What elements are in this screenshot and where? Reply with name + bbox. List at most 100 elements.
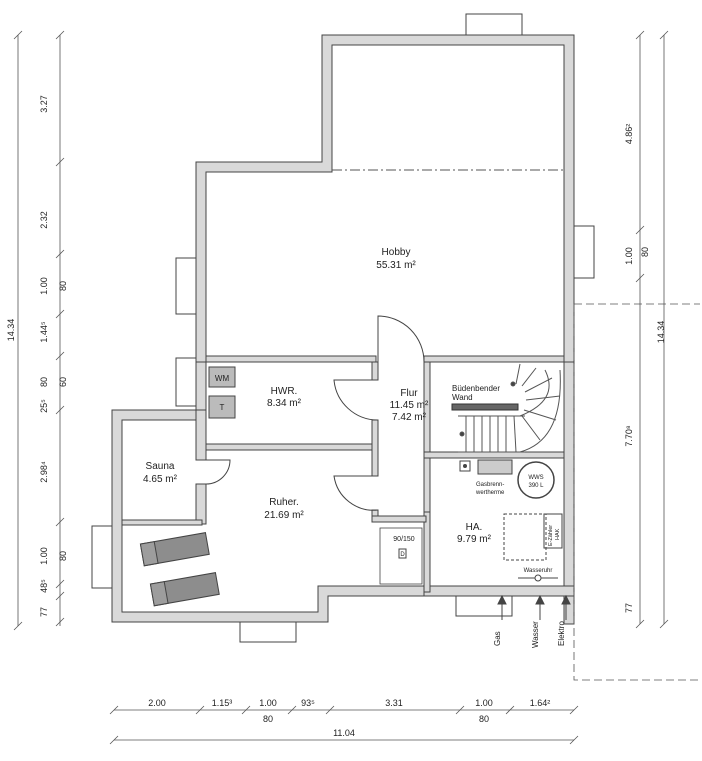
dim-bottom-3b: 80 (263, 714, 273, 724)
dim-left-3b: 80 (58, 281, 68, 291)
hwr-name: HWR. (271, 386, 298, 397)
dim-left-10: 77 (39, 607, 49, 617)
gas-boiler-icon (477, 459, 513, 475)
dryer-icon (208, 395, 236, 419)
buedenbender-wall-bar (451, 403, 519, 411)
wall-sauna-bottom (121, 519, 203, 526)
wasser-inlet-label: Wasser (531, 621, 540, 648)
wasseruhr-icon (534, 574, 542, 582)
wall-hobby-floor-right (423, 355, 565, 363)
wall-ha-top (423, 451, 565, 459)
dim-bottom-5: 3.31 (385, 698, 403, 708)
dim-left-3: 1.00 (39, 277, 49, 295)
door-hobby-flur (377, 315, 425, 363)
dim-right-2: 1.00 (624, 247, 634, 265)
ruher-name: Ruher. (269, 497, 298, 508)
dim-right-total: 14.34 (656, 321, 666, 344)
dims-left-labels: 14.34 3.27 2.32 1.00 80 1.44⁵ 80 60 25⁵ … (6, 95, 68, 617)
dim-right-4: 77 (624, 603, 634, 613)
washing-machine-icon (208, 366, 236, 388)
wall-flur-left-mid (371, 419, 379, 477)
dim-right-3: 7.70⁸ (624, 425, 634, 447)
fixture-labels: Büdenbender Wand Gasbrenn- wertherme WWS… (393, 384, 561, 574)
dim-left-total: 14.34 (6, 319, 16, 342)
flur-area1: 11.45 m² (390, 400, 429, 411)
window-hobby-right (573, 225, 595, 279)
dim-bottom-3: 1.00 (259, 698, 277, 708)
dim-left-5: 80 (39, 377, 49, 387)
utility-inlets (497, 594, 571, 620)
wall-flur-left-upper (371, 361, 379, 381)
fixtures: WM T (139, 366, 563, 607)
wall-hobby-outer (195, 34, 575, 363)
e-zaehler-icon (543, 513, 563, 549)
dim-right-1: 4.86² (624, 124, 634, 145)
dim-left-2: 2.32 (39, 211, 49, 229)
dims-right-labels: 4.86² 1.00 80 14.34 7.70⁸ 77 (624, 124, 666, 613)
dim-left-8b: 80 (58, 551, 68, 561)
elektro-inlet-label: Elektro (557, 621, 566, 646)
dims-bottom-lines (109, 705, 579, 745)
wall-flur-right (423, 361, 431, 513)
window-ruher-left (91, 525, 113, 589)
wws-label-1: WWS (528, 475, 543, 481)
window-hwr-left (175, 357, 197, 407)
dim-left-8: 1.00 (39, 547, 49, 565)
dim-left-5b: 60 (58, 377, 68, 387)
niche-label: 90/150 (393, 536, 415, 543)
gas-inlet-label: Gas (493, 631, 502, 646)
window-hobby-top (465, 13, 523, 36)
window-hobby-left (175, 257, 197, 315)
dim-right-2b: 80 (640, 247, 650, 257)
ezaehler-label-1: E-Zähler (548, 525, 554, 546)
hobby-area: 55.31 m² (376, 260, 416, 271)
window-ha-bottom (455, 595, 513, 617)
dim-bottom-1: 2.00 (148, 698, 166, 708)
wall-bottom-right (423, 585, 575, 597)
dims-bottom-labels: 2.00 1.15³ 1.00 80 93⁵ 3.31 1.00 80 1.64… (148, 698, 550, 738)
dim-bottom-4: 93⁵ (301, 698, 315, 708)
gas-label-2: wertherme (475, 490, 505, 496)
dim-left-1: 3.27 (39, 95, 49, 113)
door-sauna (205, 459, 231, 485)
wall-sauna-right (195, 409, 207, 461)
ha-area: 9.79 m² (457, 534, 492, 545)
niche-mark-label: D (400, 552, 405, 558)
flur-area2: 7.42 m² (392, 412, 427, 423)
room-labels: Hobby 55.31 m² HWR. 8.34 m² Flur 11.45 m… (143, 247, 492, 545)
hwr-area: 8.34 m² (267, 398, 302, 409)
sun-lounger-2 (149, 572, 220, 607)
wall-niche-top (371, 515, 427, 523)
ha-dashed-box (503, 513, 547, 561)
dim-bottom-2: 1.15³ (212, 698, 233, 708)
wws-label-2: 390 L (528, 483, 544, 489)
flur-name: Flur (400, 388, 418, 399)
door-ruher-flur (333, 475, 379, 511)
walls (111, 34, 575, 625)
sauna-area: 4.65 m² (143, 474, 178, 485)
wm-label: WM (215, 374, 230, 383)
wall-sauna-right-low (195, 483, 207, 525)
niche-mark-box (398, 548, 407, 559)
hobby-name: Hobby (382, 247, 411, 258)
sun-lounger-1 (139, 532, 210, 567)
door-hwr-flur (333, 379, 379, 421)
ruher-area: 21.69 m² (264, 510, 304, 521)
wall-hobby-floor-left (205, 355, 377, 363)
window-ruher-bottom (239, 621, 297, 643)
ha-name: HA. (466, 522, 483, 533)
windows (91, 13, 595, 643)
wasseruhr-label: Wasseruhr (524, 568, 553, 574)
t-label: T (220, 403, 225, 412)
wws-tank-icon (517, 461, 555, 499)
dim-bottom-7: 1.64² (530, 698, 551, 708)
stairs (458, 363, 561, 453)
dim-left-4: 1.44⁵ (39, 321, 49, 343)
dim-left-7: 2.98⁴ (39, 461, 49, 483)
buedenbender-label-2: Wand (452, 393, 473, 402)
dim-bottom-total: 11.04 (333, 728, 355, 738)
dim-left-6: 25⁵ (39, 399, 49, 413)
gas-label-1: Gasbrenn- (476, 482, 504, 488)
wall-right-lower (563, 361, 575, 625)
